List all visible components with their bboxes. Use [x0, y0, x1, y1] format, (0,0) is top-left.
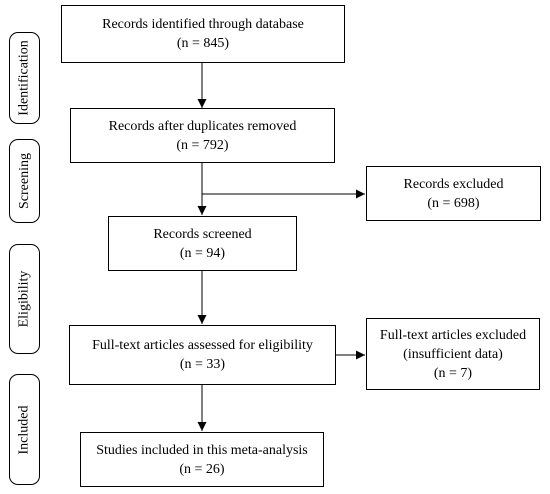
- stage-screening: Screening: [9, 139, 40, 223]
- fulltext-excluded-count: (n = 7): [433, 365, 473, 381]
- records-identified-text: Records identified through database: [102, 17, 304, 32]
- fulltext-excluded-text: Full-text articles excluded: [379, 327, 527, 343]
- records-after-duplicates-count: (n = 792): [176, 137, 229, 153]
- records-after-duplicates-box: Records after duplicates removed (n = 79…: [70, 108, 335, 163]
- studies-included-box: Studies included in this meta-analysis (…: [80, 432, 324, 487]
- stage-identification: Identification: [9, 32, 40, 124]
- records-after-duplicates-text: Records after duplicates removed: [108, 118, 297, 134]
- fulltext-assessed-box: Full-text articles assessed for eligibil…: [69, 325, 336, 385]
- records-identified-count: (n = 845): [176, 36, 230, 51]
- fulltext-assessed-count: (n = 33): [179, 357, 226, 372]
- records-excluded-count: (n = 698): [427, 195, 480, 211]
- records-identified-box: Records identified through database (n =…: [61, 5, 345, 63]
- stage-included: Included: [9, 374, 40, 485]
- records-screened-count: (n = 94): [179, 245, 226, 261]
- fulltext-assessed-text: Full-text articles assessed for eligibil…: [92, 338, 313, 353]
- studies-included-count: (n = 26): [179, 461, 225, 477]
- records-screened-box: Records screened (n = 94): [108, 216, 297, 271]
- studies-included-text: Studies included in this meta-analysis: [96, 442, 308, 458]
- fulltext-excluded-reason: (insufficient data): [403, 346, 503, 362]
- fulltext-excluded-box: Full-text articles excluded (insufficien…: [366, 318, 540, 390]
- records-excluded-box: Records excluded (n = 698): [366, 166, 541, 221]
- records-excluded-text: Records excluded: [403, 176, 504, 192]
- stage-eligibility: Eligibility: [9, 244, 40, 354]
- records-screened-text: Records screened: [153, 226, 252, 242]
